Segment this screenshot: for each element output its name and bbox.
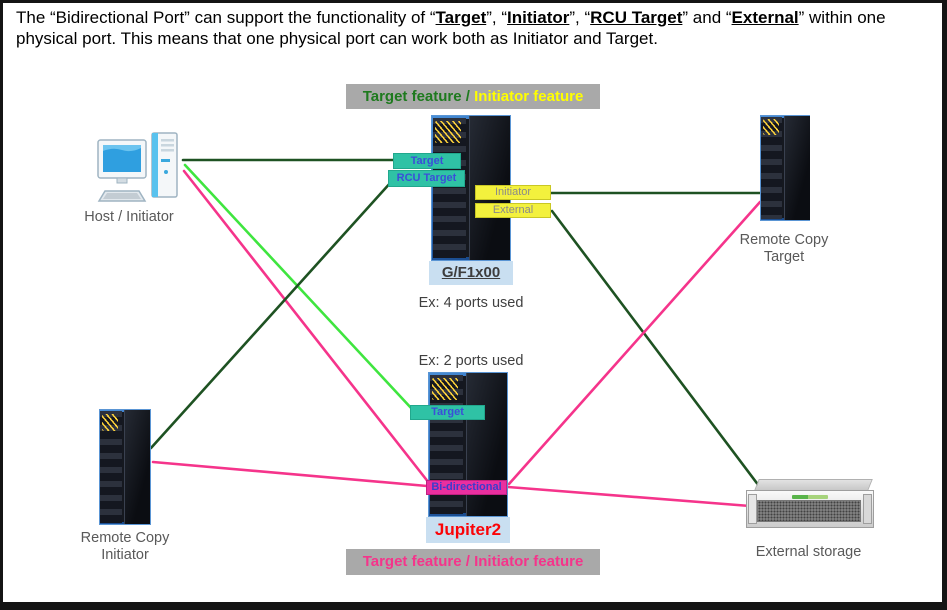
remote-copy-initiator-label-line2: Initiator (101, 547, 149, 563)
rack-bay (761, 117, 782, 219)
host-initiator-label: Host / Initiator (84, 209, 174, 225)
header-term-rcu-target: RCU Target (590, 8, 683, 27)
external-storage-image (746, 479, 874, 539)
header-part: ” within one physical port. This means t… (16, 8, 886, 48)
rack-bay (100, 411, 122, 523)
header-term-target: Target (435, 8, 487, 27)
external-storage-label: External storage (755, 544, 862, 560)
gf1x00-ports-note: Ex: 4 ports used (418, 295, 524, 311)
rack-cables (101, 413, 119, 432)
host-computer-icon (97, 132, 178, 202)
external-storage-endcap (748, 494, 757, 524)
wire-host-to-jupiter2-bidirectional-port (182, 169, 431, 485)
jupiter2-target-port-label: Target (410, 405, 485, 420)
rack-cables (432, 377, 458, 400)
gf-initiator-port-label: Initiator (475, 185, 551, 200)
top-banner-initiator-feature: Initiator feature (474, 88, 584, 105)
header-part: ”, “ (486, 8, 508, 27)
gf-external-port-label: External (475, 203, 551, 218)
remote-copy-target-storage-image (760, 115, 810, 221)
jupiter2-name-caption: Jupiter2 (426, 517, 510, 543)
remote-copy-initiator-label-line1: Remote Copy (80, 530, 170, 546)
rack-door (123, 410, 151, 524)
top-banner-target-feature: Target feature / (362, 88, 475, 105)
header-term-external: External (731, 8, 799, 27)
header-part: ”, “ (569, 8, 591, 27)
rack-door (784, 116, 810, 220)
bottom-feature-banner: Target feature / Initiator feature (346, 549, 600, 575)
gf1x00-name-caption: G/F1x00 (429, 261, 513, 285)
remote-copy-target-label-line2: Target (763, 249, 805, 265)
bottom-banner-text: Target feature / Initiator feature (362, 553, 584, 570)
top-feature-banner: Target feature / Initiator feature (346, 84, 600, 109)
rack-cables (435, 120, 461, 143)
remote-copy-initiator-storage-image (99, 409, 151, 525)
gf-target-port-label: Target (393, 153, 461, 169)
external-storage-endcap (863, 494, 872, 524)
wire-host-to-jupiter2-target-port (183, 163, 414, 411)
external-storage-mesh (757, 500, 861, 522)
header-part: ” and “ (682, 8, 732, 27)
wire-jupiter2-bidirectional-port-to-external-storage (506, 485, 752, 508)
jupiter2-ports-note: Ex: 2 ports used (418, 353, 524, 369)
header-term-initiator: Initiator (507, 8, 570, 27)
wire-remote-copy-initiator-to-jupiter2-bidirectional-port (151, 460, 429, 488)
jupiter2-name: Jupiter2 (434, 520, 502, 539)
jupiter2-bidirectional-port-label: Bi-directional (426, 480, 507, 495)
remote-copy-target-label-line1: Remote Copy (739, 232, 829, 248)
gf-rcu-target-port-label: RCU Target (388, 170, 465, 187)
external-storage-face (746, 490, 874, 528)
header-part: The “Bidirectional Port” can support the… (16, 8, 436, 27)
jupiter2-storage-image (428, 372, 508, 517)
header-text: The “Bidirectional Port” can support the… (16, 8, 934, 49)
rack-cables (762, 119, 779, 136)
gf1x00-name: G/F1x00 (441, 264, 501, 281)
external-storage-logo (792, 494, 828, 499)
